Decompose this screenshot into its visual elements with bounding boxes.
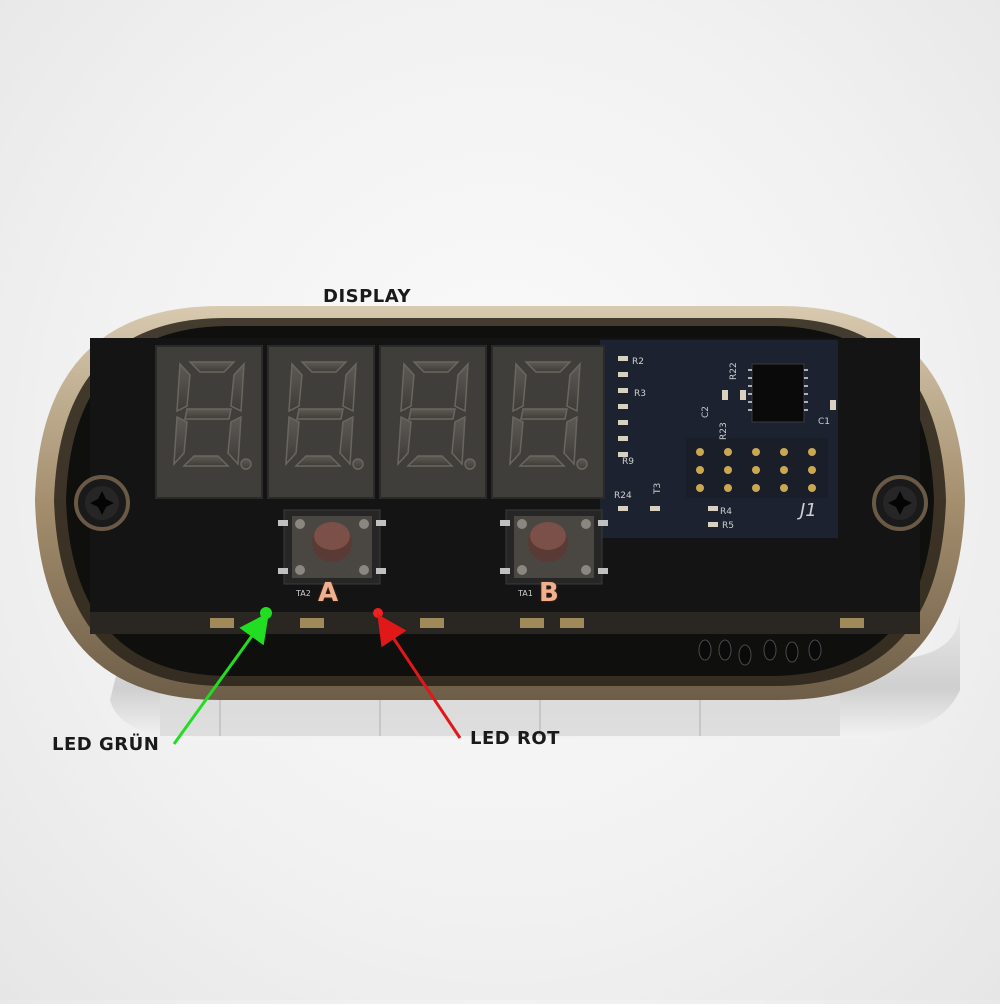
digit-2-segment-e: [285, 415, 300, 467]
silk-ta2: TA2: [295, 589, 311, 598]
digit-3-decimal-point: [464, 458, 476, 470]
led-red-indicator: [373, 608, 383, 618]
silk-r3: R3: [634, 389, 646, 399]
label-led-green: LED GRÜN: [52, 734, 160, 755]
silk-r4: R4: [720, 507, 732, 517]
digit-3-segment-e: [397, 415, 412, 467]
digit-1-decimal-point: [240, 458, 252, 470]
digit-1-segment-e: [173, 415, 188, 467]
digit-4-segment-f: [512, 362, 527, 413]
push-button-b[interactable]: [500, 509, 608, 585]
screw-right-icon: [872, 475, 928, 531]
silk-r9: R9: [622, 457, 634, 467]
silkscreen-labels: R2 R3 R9 R24 R22 R23 R4 R5 C1 C2 T3 J1 T…: [295, 357, 830, 598]
silk-r22: R22: [729, 362, 739, 380]
led-green-indicator: [260, 607, 272, 619]
silk-r24: R24: [614, 491, 632, 501]
silk-c2: C2: [701, 406, 711, 418]
silk-r2: R2: [632, 357, 644, 367]
digit-3-segment-g: [408, 408, 456, 420]
silk-t3: T3: [653, 483, 663, 495]
digit-4-segment-c: [563, 415, 578, 466]
digit-2-decimal-point: [352, 458, 364, 470]
pin-header-j1: [686, 438, 828, 498]
digit-3-segment-f: [400, 362, 415, 413]
digit-2-segment-f: [288, 362, 303, 413]
silk-r5: R5: [722, 521, 734, 531]
digit-1-segment-d: [182, 455, 230, 467]
silk-c1: C1: [818, 417, 830, 427]
digit-4-segment-a: [524, 361, 572, 373]
silk-r23: R23: [719, 422, 729, 440]
digit-2-segment-a: [300, 361, 348, 373]
digit-4-segment-g: [520, 408, 568, 420]
digit-3-segment-d: [406, 455, 454, 467]
digit-3-segment-c: [451, 415, 466, 466]
digit-4-decimal-point: [576, 458, 588, 470]
push-button-a[interactable]: [278, 509, 386, 585]
arrow-led-green: [172, 612, 270, 745]
digit-1-segment-f: [176, 362, 191, 413]
digit-2-segment-c: [339, 415, 354, 466]
seven-segment-display: [155, 345, 605, 499]
label-button-b: B: [539, 578, 559, 608]
digit-4-segment-e: [509, 415, 524, 467]
silk-j1: J1: [797, 500, 817, 521]
digit-1-segment-b: [230, 361, 245, 413]
digit-1-segment-c: [227, 415, 242, 466]
arrow-led-red: [377, 614, 462, 739]
digit-4-segment-b: [566, 361, 581, 413]
ic-chip: [748, 363, 808, 423]
digit-1-segment-g: [184, 408, 232, 420]
label-display: DISPLAY: [323, 286, 412, 307]
digit-2-segment-d: [294, 455, 342, 467]
smd-components: [618, 356, 836, 527]
digit-1-segment-a: [188, 361, 236, 373]
screw-left-icon: [74, 475, 130, 531]
digit-2-segment-b: [342, 361, 357, 413]
digit-3-segment-a: [412, 361, 460, 373]
label-led-red: LED ROT: [470, 728, 560, 749]
digit-3-segment-b: [454, 361, 469, 413]
digit-4-segment-d: [518, 455, 566, 467]
silk-ta1: TA1: [517, 589, 533, 598]
digit-2-segment-g: [296, 408, 344, 420]
label-button-a: A: [318, 578, 339, 608]
